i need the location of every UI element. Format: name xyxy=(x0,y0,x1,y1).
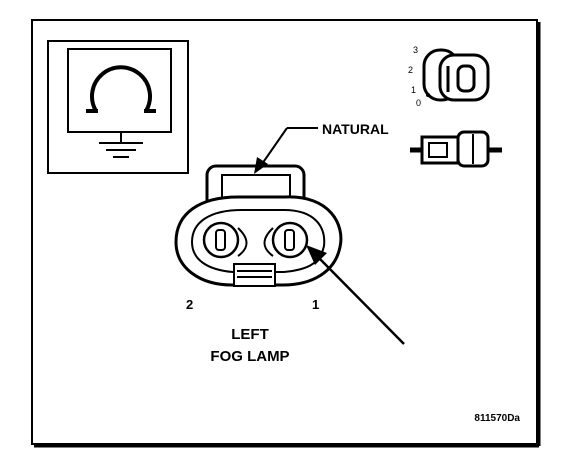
ignition-key-icon: 3 2 1 0 xyxy=(408,45,490,108)
key-position-3: 3 xyxy=(413,45,418,55)
title-line-1: LEFT xyxy=(231,326,269,343)
cavity-2 xyxy=(202,221,240,259)
cavity-1 xyxy=(271,221,309,259)
ground-symbol-icon xyxy=(47,40,189,174)
key-position-0: 0 xyxy=(416,98,421,108)
pin-label-2: 2 xyxy=(186,297,193,312)
key-position-1: 1 xyxy=(411,85,416,95)
title-line-2: FOG LAMP xyxy=(210,348,289,365)
figure-id: 811570Da xyxy=(474,413,520,424)
key-position-2: 2 xyxy=(408,65,413,75)
cavity-pointer-arrow xyxy=(306,245,405,345)
pin-label-1: 1 xyxy=(312,297,319,312)
natural-callout xyxy=(254,127,318,174)
natural-label: NATURAL xyxy=(322,121,389,137)
connector-body xyxy=(174,195,343,287)
connector-face xyxy=(174,164,343,287)
connector-side-icon xyxy=(410,130,502,168)
